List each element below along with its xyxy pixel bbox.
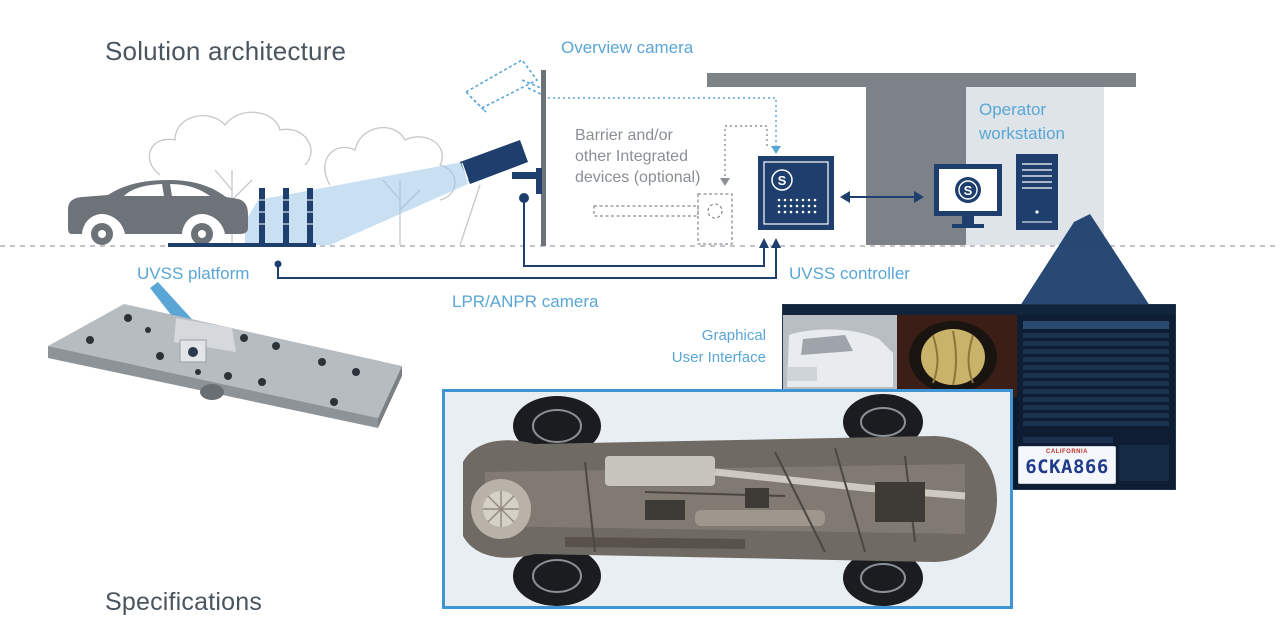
- platform-link: [277, 246, 777, 279]
- svg-text:S: S: [778, 173, 787, 188]
- uvss-platform-spikes: [168, 188, 316, 247]
- operator-label-line-1: Operator: [979, 100, 1047, 119]
- license-plate-number: 6CKA866: [1025, 456, 1109, 478]
- underbody-scan-image: [442, 389, 1013, 609]
- overview-arrowhead: [771, 146, 781, 154]
- overview-camera-link: [548, 97, 777, 146]
- gui-label-line-2: User Interface: [671, 349, 766, 366]
- workstation-monitor-icon: S: [934, 164, 1002, 228]
- barrier-label-line-2: other Integrated: [575, 148, 688, 165]
- gui-label-line-1: Graphical: [701, 327, 766, 344]
- license-plate-state: CALIFORNIA: [1046, 449, 1088, 455]
- gui-screenshot-graphic: [783, 305, 1175, 489]
- license-plate: CALIFORNIA 6CKA866: [1018, 446, 1116, 484]
- barrier-label-line-3: devices (optional): [575, 169, 701, 186]
- solution-architecture-heading: Solution architecture: [105, 36, 347, 66]
- barrier-label-line-1: Barrier and/or: [575, 127, 673, 144]
- svg-text:S: S: [964, 183, 973, 198]
- double-arrow-icon: [840, 191, 924, 203]
- operator-label-line-2: workstation: [979, 124, 1065, 143]
- underbody-scan-graphic: [445, 392, 1010, 606]
- lpr-link: [523, 202, 765, 267]
- overview-camera-icon: [464, 58, 542, 113]
- lpr-camera-icon: [460, 140, 542, 203]
- barrier-arrowhead: [720, 178, 730, 186]
- barrier-link: [724, 125, 768, 178]
- uvss-platform-label: UVSS platform: [137, 264, 250, 283]
- overview-camera-label: Overview camera: [561, 38, 694, 57]
- lpr-anpr-camera-label: LPR/ANPR camera: [452, 292, 599, 311]
- uvss-platform-device-image: [48, 304, 402, 428]
- operator-workstation-label: Operator workstation: [979, 98, 1065, 146]
- barrier-device-icon: [593, 193, 733, 245]
- gui-callout-wedge: [1020, 214, 1150, 306]
- camera-light-beam: [245, 162, 468, 245]
- gui-label: Graphical User Interface: [640, 325, 766, 369]
- camera-pole: [541, 70, 546, 246]
- barrier-devices-label: Barrier and/or other Integrated devices …: [575, 125, 700, 188]
- uvss-controller-icon: S: [758, 156, 834, 230]
- workstation-tower-icon: [1016, 154, 1058, 230]
- uvss-controller-label: UVSS controller: [789, 264, 910, 283]
- specifications-heading: Specifications: [105, 588, 263, 616]
